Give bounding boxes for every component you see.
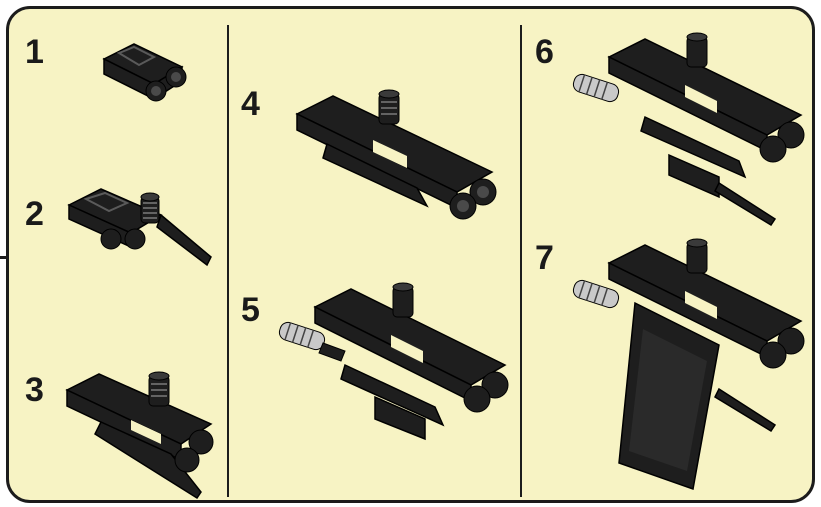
step-number-3: 3 xyxy=(25,373,44,407)
build-step-2-icon xyxy=(61,177,221,277)
step-number-5: 5 xyxy=(241,293,260,327)
build-step-6-icon xyxy=(569,27,809,227)
build-step-5-icon xyxy=(275,277,515,447)
column-divider-right xyxy=(520,25,522,497)
step-number-6: 6 xyxy=(535,35,554,69)
instruction-panel: 1 2 3 xyxy=(6,6,815,503)
step-number-7: 7 xyxy=(535,241,554,275)
build-step-1-icon xyxy=(94,39,194,109)
build-step-7-icon xyxy=(569,233,809,495)
step-number-2: 2 xyxy=(25,197,44,231)
build-step-3-icon xyxy=(61,364,231,499)
build-step-4-icon xyxy=(287,84,507,224)
step-number-1: 1 xyxy=(25,35,44,69)
step-number-4: 4 xyxy=(241,87,260,121)
